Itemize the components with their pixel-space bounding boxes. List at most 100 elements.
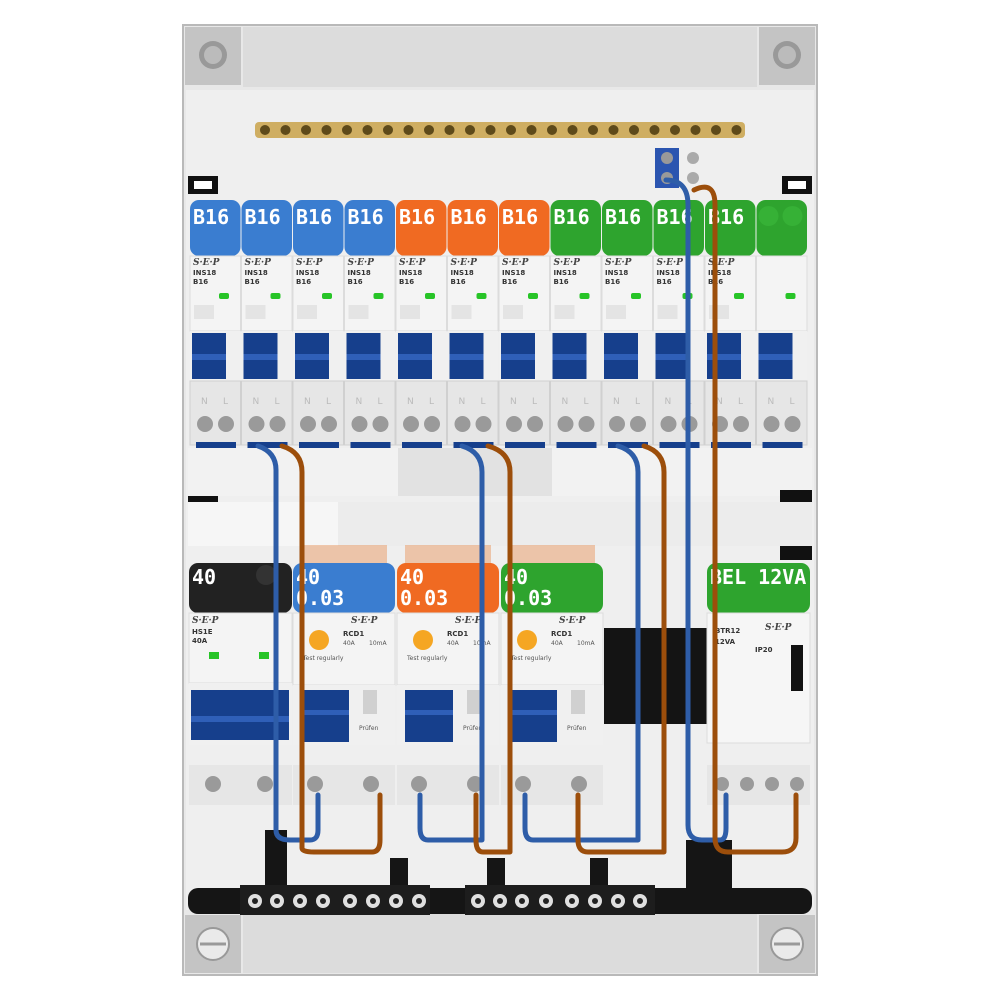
brand-logo: S·E·P	[245, 258, 272, 268]
blank-cover	[604, 628, 708, 724]
rcd-sensitivity: 10mA	[369, 640, 387, 647]
cap-dot	[256, 565, 276, 585]
rcd-lever[interactable]	[301, 690, 349, 742]
breaker-cap	[550, 200, 601, 256]
terminal-screw	[205, 776, 221, 792]
terminal-screw	[424, 416, 440, 432]
toggle-stripe	[758, 354, 793, 360]
status-led	[322, 293, 332, 299]
brand-logo: S·E·P	[455, 616, 482, 626]
main-switch-rating: 40A	[192, 637, 208, 645]
terminal-screw	[571, 776, 587, 792]
terminal-label-l: L	[738, 397, 743, 407]
terminal-label-n: N	[407, 397, 414, 407]
rcd-lever[interactable]	[509, 690, 557, 742]
toggle-stripe	[509, 710, 557, 715]
rcd-label-sensitivity: 0.03	[400, 586, 448, 610]
brand-logo: S·E·P	[399, 258, 426, 268]
test-button[interactable]	[413, 630, 433, 650]
terminal-label-n: N	[716, 397, 723, 407]
toggle-stripe	[449, 354, 484, 360]
breaker-model: INS18	[657, 269, 680, 277]
test-button[interactable]	[517, 630, 537, 650]
rcd-indicator	[467, 690, 481, 714]
spec-block	[451, 305, 472, 319]
neutral-terminal-bar	[188, 830, 812, 915]
terminal-label-n: N	[304, 397, 311, 407]
toggle-stripe	[501, 354, 535, 360]
busbar-hole	[670, 125, 680, 135]
busbar-hole	[547, 125, 557, 135]
toggle-stripe	[346, 354, 381, 360]
status-led	[528, 293, 538, 299]
terminal-screw	[578, 416, 595, 432]
terminal-label-n: N	[459, 397, 466, 407]
status-led	[373, 293, 384, 299]
rcd-top-terminal	[301, 545, 387, 565]
rcd-model: RCD1	[551, 630, 572, 638]
toggle-stripe	[295, 354, 329, 360]
brand-logo: S·E·P	[502, 258, 529, 268]
terminal-label-n: N	[356, 397, 363, 407]
wire-1	[255, 443, 321, 843]
rcd-lever[interactable]	[405, 690, 453, 742]
terminal-screw	[351, 416, 368, 432]
nbar-screw-hole	[274, 898, 280, 904]
busbar-hole	[690, 125, 701, 135]
status-led	[259, 652, 269, 659]
toggle-stripe	[192, 354, 226, 360]
breaker-rating: B16	[296, 278, 311, 286]
breaker-model: INS18	[554, 269, 577, 277]
rcd-label-rating: 40	[400, 565, 424, 589]
rcd-cap	[501, 563, 603, 613]
nbar-screw-hole	[519, 898, 525, 904]
toggle-stripe	[552, 354, 587, 360]
rcd-cap	[293, 563, 395, 613]
terminal-strip	[241, 380, 293, 446]
terminal-screw	[411, 776, 427, 792]
terminal-strip	[653, 380, 705, 446]
breaker-rating: B16	[554, 278, 569, 286]
terminal-label-n: N	[201, 397, 208, 407]
rcd-model: RCD1	[343, 630, 364, 638]
busbar-hole	[649, 125, 660, 135]
terminal-screw	[715, 777, 729, 791]
terminal-screw	[197, 416, 213, 432]
terminal-label-l: L	[429, 397, 434, 407]
brand-logo: S·E·P	[708, 258, 735, 268]
terminal-screw	[609, 416, 625, 432]
status-led	[425, 293, 435, 299]
nbar-screw-hole	[592, 898, 598, 904]
busbar-hole	[321, 125, 332, 135]
test-button[interactable]	[309, 630, 329, 650]
terminal-foot	[453, 442, 494, 448]
main-switch-lever[interactable]	[191, 690, 289, 740]
terminal-screw	[467, 776, 483, 792]
busbar-hole	[403, 125, 414, 135]
terminal-label-l: L	[532, 397, 537, 407]
status-led	[219, 293, 229, 299]
breaker-rating: B16	[451, 278, 466, 286]
busbar-hole	[711, 125, 721, 135]
rcd-body	[292, 612, 396, 686]
rcd-rating: 40A	[447, 640, 460, 647]
breaker-rating: B16	[245, 278, 260, 286]
breaker-label: B16	[193, 205, 229, 229]
brand-logo: S·E·P	[554, 258, 581, 268]
nbar-screw-hole	[475, 898, 481, 904]
toggle-stripe	[655, 354, 690, 360]
busbar-hole	[465, 125, 475, 135]
rcd-test-text: Test regularly	[510, 655, 552, 662]
breaker-model: INS18	[296, 269, 319, 277]
transformer-ip: IP20	[755, 646, 773, 654]
terminal-screw	[403, 416, 419, 432]
wire-8	[691, 184, 799, 855]
terminal-label-l: L	[275, 397, 280, 407]
status-led	[785, 293, 796, 299]
terminal-label-n: N	[562, 397, 569, 407]
